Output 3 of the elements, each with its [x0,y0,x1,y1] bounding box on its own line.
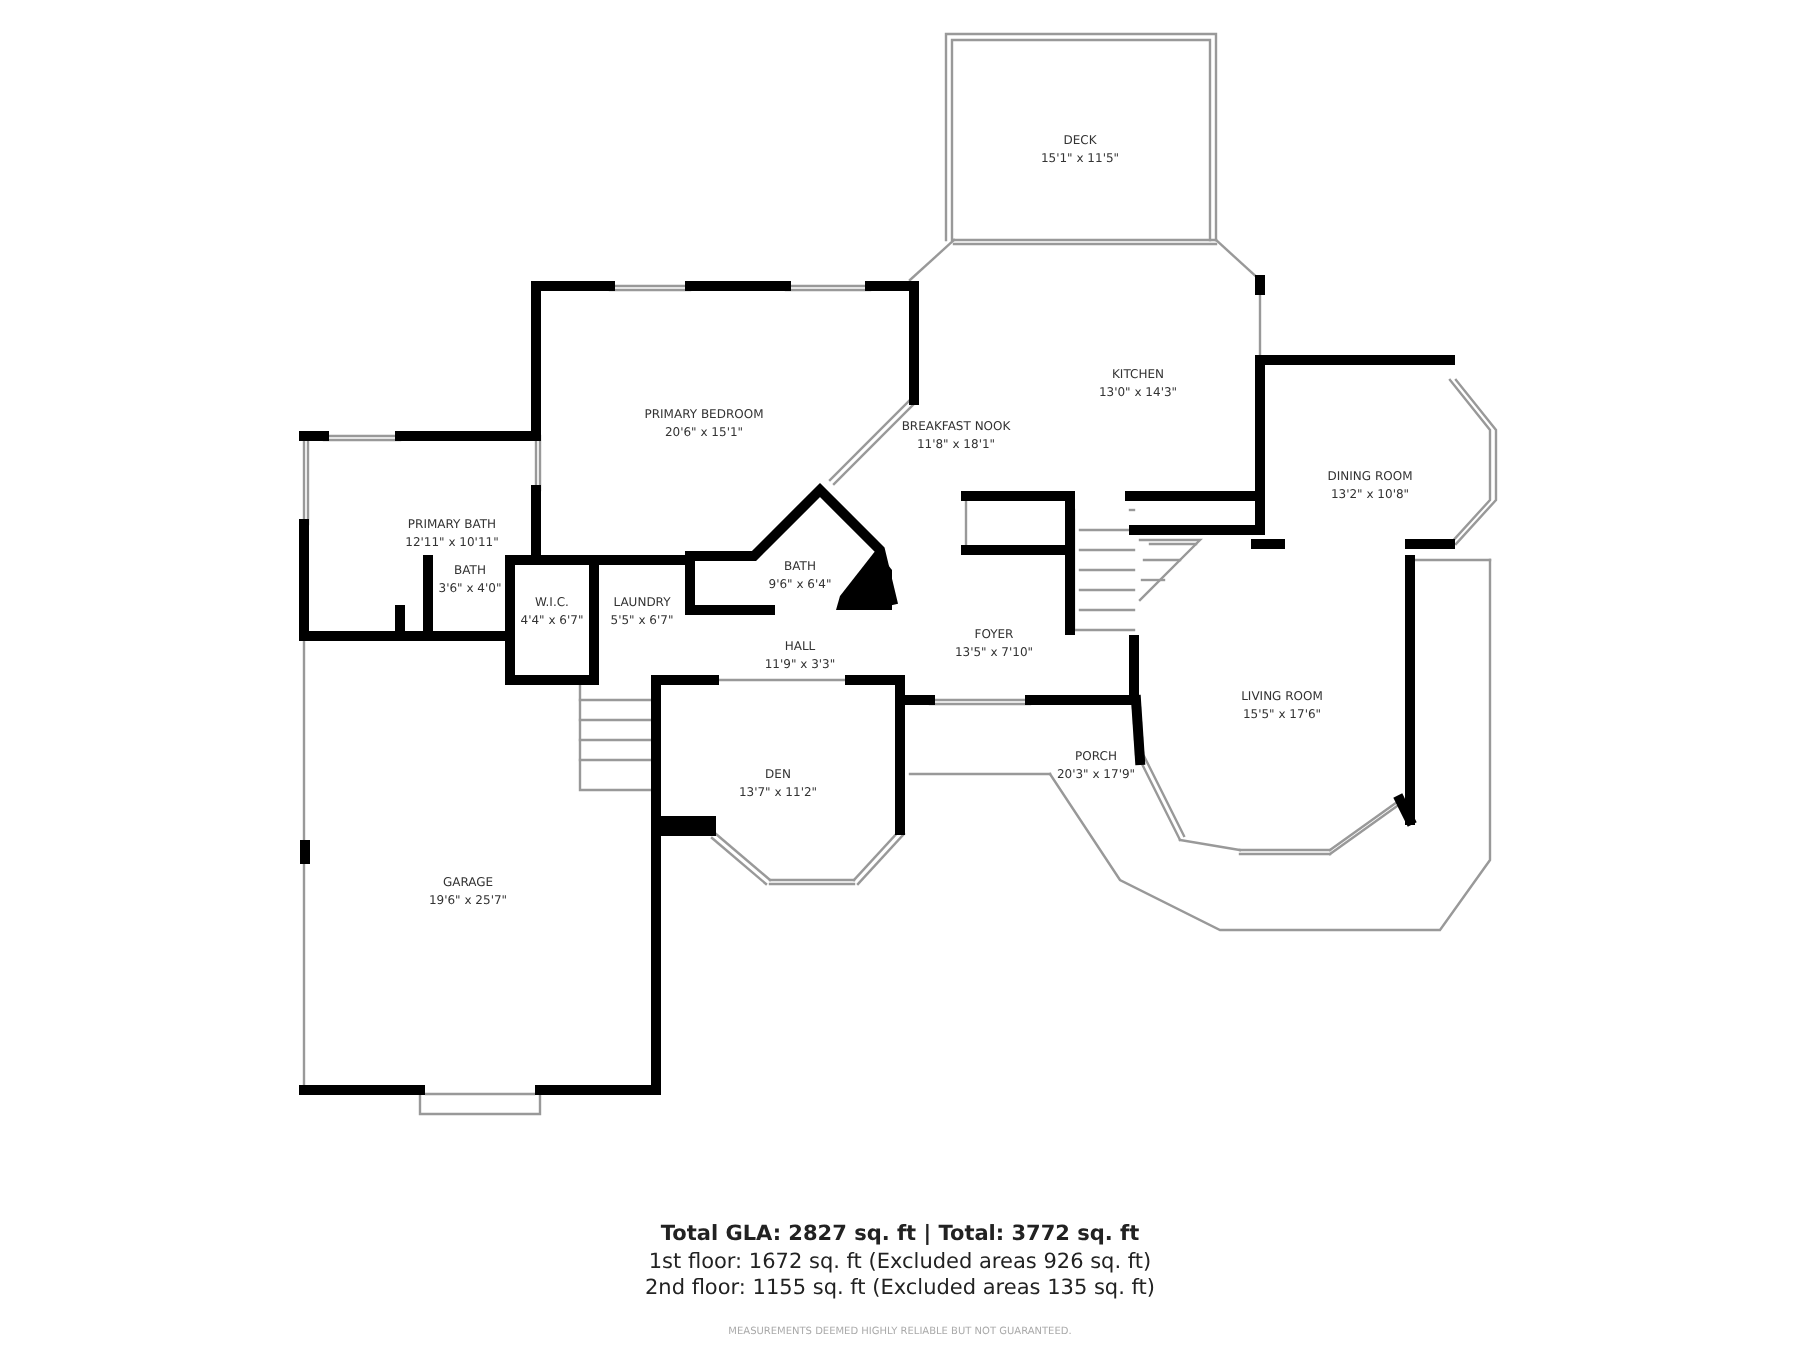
floor-area-note: 2nd floor: 1155 sq. ft (Excluded areas 135 sq. ft) [644,1276,1155,1300]
area-summary: Total GLA: 2827 sq. ft | Total: 3772 sq. ft [660,1222,1140,1246]
floor-area-note: 1st floor: 1672 sq. ft (Excluded areas 926 sq. ft) [648,1250,1152,1274]
